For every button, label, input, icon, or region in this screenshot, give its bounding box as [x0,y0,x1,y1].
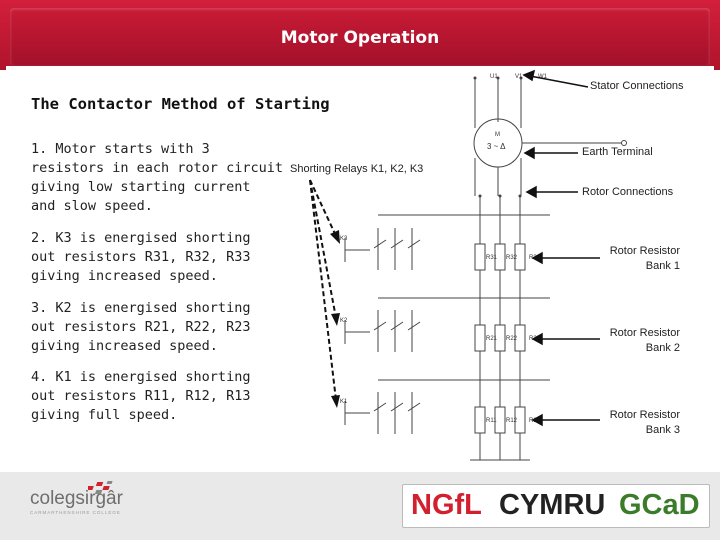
step-4-text: 4. K1 is energised shorting out resistor… [31,369,251,423]
resistor-bank-3 [474,406,526,434]
r31-label: R31 [486,255,498,261]
r11-label: R11 [486,418,497,424]
relay-k1-label: K1 [340,399,348,405]
header-panel [10,8,710,66]
relay-k1-contacts [344,392,421,434]
step-2-text: 2. K3 is energised shorting out resistor… [31,230,251,284]
rotor-resistor-bank-3-label: Rotor Resistor Bank 3 [609,409,680,436]
relay-k3-label: K3 [340,236,348,242]
earth-terminal-label: Earth Terminal [582,146,653,158]
resistor-bank-1 [474,243,526,271]
r12-label: R12 [506,418,518,424]
ngfl-cymru-gcad-logo: NGfL CYMRU GCaD [402,484,710,528]
colegsirgar-subtitle: CARMARTHENSHIRE COLLEGE [30,510,121,515]
terminal-u1: U1 [490,74,498,80]
logo-mark-icon [88,481,113,494]
relay-k3-contacts [344,228,421,270]
motor-symbol-mid: 3 ~ Δ [487,142,506,151]
r21-label: R21 [486,336,498,342]
rotor-resistor-bank-1-label: Rotor Resistor Bank 1 [609,245,680,272]
gcad-text: GCaD [619,489,700,521]
step-1-text: 1. Motor starts with 3 resistors in each… [31,141,283,214]
shorting-relays-label: Shorting Relays K1, K2, K3 [290,163,424,175]
motor-symbol-top: M [495,132,500,138]
page-title: Motor Operation [280,28,440,48]
step-3-text: 3. K2 is energised shorting out resistor… [31,300,251,354]
cymru-text: CYMRU [499,489,606,521]
ngfl-text: NGfL [411,489,482,521]
r32-label: R32 [506,255,518,261]
terminal-v1: V1 [515,74,523,80]
header-bar: Motor Operation [0,0,720,70]
terminal-w1: W1 [538,74,548,80]
resistor-bank-2 [474,324,526,352]
relay-k2-contacts [344,310,421,352]
stator-connections-label: Stator Connections [590,80,684,92]
colegsirgar-logo: colegsirgâr CARMARTHENSHIRE COLLEGE [30,481,123,515]
r22-label: R22 [506,336,518,342]
rotor-connections-label: Rotor Connections [582,186,674,198]
slide-subtitle: The Contactor Method of Starting [31,95,330,113]
slide-area [6,66,714,471]
relay-k2-label: K2 [340,318,348,324]
rotor-resistor-bank-2-label: Rotor Resistor Bank 2 [609,327,680,354]
